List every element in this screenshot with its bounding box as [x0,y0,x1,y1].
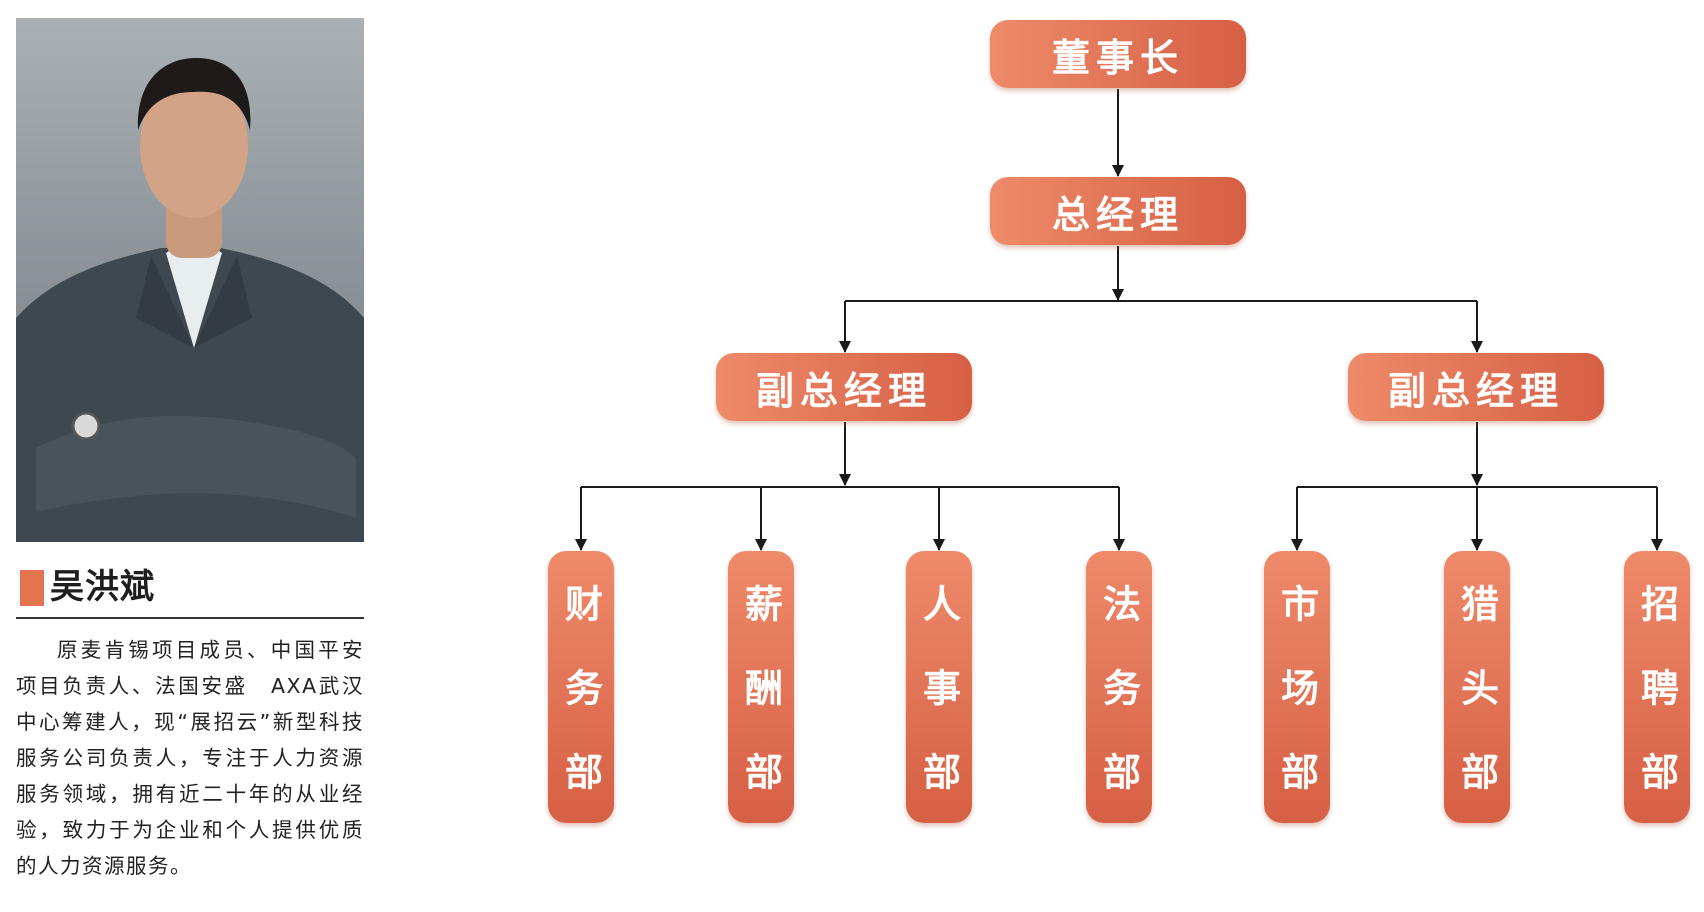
dept-hr: 人事部 [906,551,972,836]
node-general-manager: 总经理 [990,177,1246,245]
node-vp-right-label: 副总经理 [1387,368,1564,413]
dept-marketing: 市场部 [1264,551,1330,836]
node-chairman-label: 董事长 [1051,35,1184,80]
dept-marketing-label: 市场部 [1274,584,1319,836]
person-name: 吴洪斌 [50,567,155,607]
dept-legal-label: 法务部 [1096,584,1141,836]
dept-hr-label: 人事部 [916,584,961,836]
name-divider [16,617,364,619]
node-vp-right: 副总经理 [1348,353,1604,421]
dept-finance-label: 财务部 [558,584,603,836]
portrait-photo [16,18,364,542]
dept-compensation-label: 薪酬部 [738,584,783,836]
dept-legal: 法务部 [1086,551,1152,836]
dept-headhunting-label: 猎头部 [1454,584,1499,836]
node-vp-left: 副总经理 [716,353,972,421]
dept-recruitment: 招聘部 [1624,551,1690,836]
node-general-manager-label: 总经理 [1051,192,1184,237]
dept-compensation: 薪酬部 [728,551,794,836]
bio-text: 原麦肯锡项目成员、中国平安项目负责人、法国安盛 AXA武汉中心筹建人，现“展招云… [16,638,364,878]
portrait-illustration [16,58,364,542]
name-accent-bar [20,570,44,606]
dept-headhunting: 猎头部 [1444,551,1510,836]
dept-recruitment-label: 招聘部 [1634,584,1679,836]
node-vp-left-label: 副总经理 [755,368,932,413]
node-chairman: 董事长 [990,20,1246,88]
dept-finance: 财务部 [548,551,614,836]
